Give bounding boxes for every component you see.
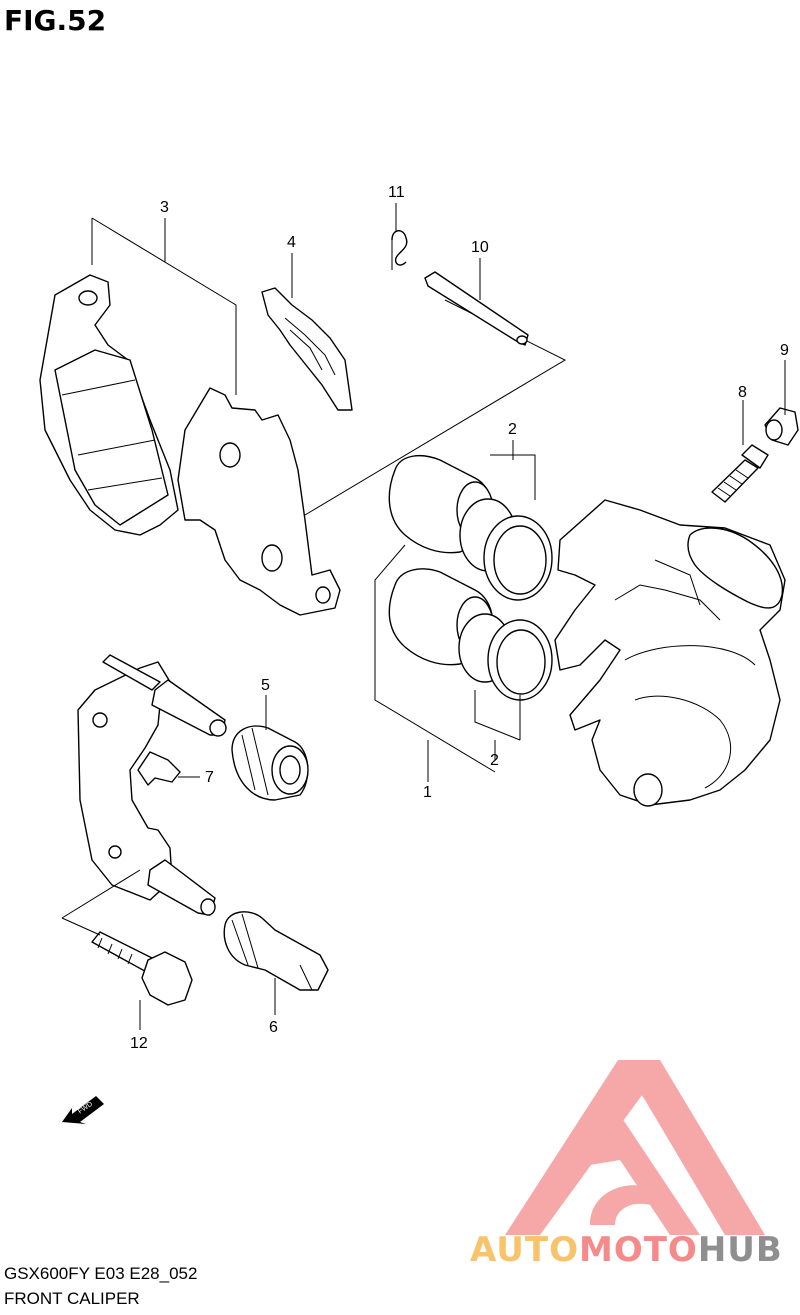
watermark-wordmark: AUTOMOTOHUB (470, 1230, 783, 1270)
fwd-arrow-icon: FWD (62, 1096, 104, 1124)
callout-8: 8 (738, 384, 747, 401)
callout-1: 1 (423, 784, 432, 801)
callout-9: 9 (780, 342, 789, 359)
bracket-clip (137, 751, 181, 786)
caliper-bracket (77, 654, 227, 916)
slide-pin (223, 911, 329, 991)
callout-2-lower: 2 (490, 752, 499, 769)
brake-pad-inner (177, 387, 341, 616)
pad-pin (424, 271, 529, 346)
callout-labels: 3 4 11 10 2 9 8 5 7 2 1 6 12 (130, 184, 789, 1052)
callout-3: 3 (160, 199, 169, 216)
bleeder-cap (764, 407, 799, 446)
watermark-logo-icon (505, 1060, 765, 1235)
slide-pin-boot (231, 725, 309, 801)
callout-leaders (61, 203, 786, 1030)
callout-11: 11 (388, 184, 405, 201)
callout-2-upper: 2 (508, 421, 517, 438)
bleeder-valve (711, 444, 769, 503)
caliper-body (554, 499, 786, 807)
callout-5: 5 (261, 677, 270, 694)
pad-spring (261, 287, 353, 411)
callout-10: 10 (471, 239, 489, 256)
model-code: GSX600FY E03 E28_052 (4, 1264, 198, 1283)
brake-pad-outer (39, 274, 179, 536)
watermark-auto: AUTO (470, 1230, 579, 1270)
callout-12: 12 (130, 1035, 148, 1052)
pad-pin-clip (391, 230, 408, 270)
watermark-moto: MOTO (578, 1230, 698, 1270)
piston-group-bracket (374, 454, 536, 773)
callout-6: 6 (269, 1019, 278, 1036)
figure-name: FRONT CALIPER (4, 1289, 140, 1308)
figure-title: FIG.52 (4, 4, 107, 37)
caliper-mount-bolt (91, 931, 193, 1006)
callout-7: 7 (205, 769, 214, 786)
piston-lower (388, 568, 553, 701)
watermark-hub: HUB (697, 1230, 783, 1270)
piston-upper (388, 454, 553, 601)
callout-4: 4 (287, 234, 296, 251)
